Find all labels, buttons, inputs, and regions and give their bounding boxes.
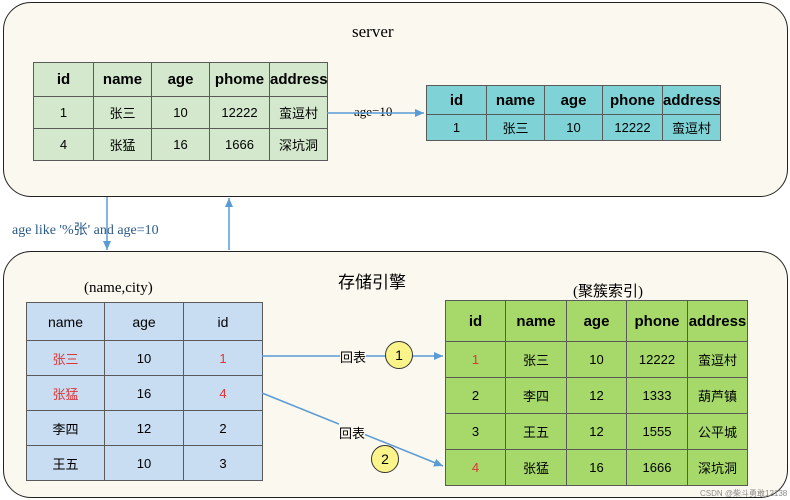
table-row: 1 张三 10 12222 蛮逗村 [33,96,328,129]
table-row: 1 张三 10 12222 蛮逗村 [426,114,721,141]
lookup-label-1: 回表 [340,347,367,366]
lookup-label-2: 回表 [339,423,366,442]
table-cell: 12222 [602,114,663,141]
table-cell: 3 [445,413,506,450]
lookup-badge-2: 2 [371,445,399,473]
header-cell: address [269,62,328,97]
lookup-badge-1: 1 [385,341,413,369]
table-cell: 1333 [626,377,688,414]
table-cell: 葫芦镇 [687,377,748,414]
table-cell: 3 [183,445,263,481]
table-cell: 4 [33,128,94,161]
table-cell: 12 [566,413,627,450]
table-cell: 1 [33,96,94,129]
filter-label: age=10 [354,104,393,120]
table-cell: 李四 [505,377,567,414]
table-cell: 王五 [26,445,105,481]
table-cell: 2 [445,377,506,414]
cluster-table: id name age phone address 1 张三 10 12222 … [445,300,748,486]
table-cell: 10 [566,341,627,378]
table-cell: 1666 [626,449,688,486]
header-cell: id [426,85,487,115]
table-cell: 蛮逗村 [662,114,721,141]
table-cell: 1 [426,114,487,141]
server-title: server [352,22,394,41]
table-cell: 深坑洞 [687,449,748,486]
server-result-table: id name age phone address 1 张三 10 12222 … [426,85,721,141]
table-header-row: name age id [26,302,263,341]
header-cell: address [687,300,748,342]
table-cell: 16 [151,128,210,161]
engine-title: 存储引擎 [338,273,406,292]
table-cell: 4 [183,375,263,411]
query-label: age like '%张' and age=10 [12,223,159,238]
table-cell: 4 [445,449,506,486]
table-cell: 深坑洞 [269,128,328,161]
table-cell: 10 [544,114,603,141]
header-cell: phone [602,85,663,115]
table-header-row: id name age phone address [445,300,748,342]
header-cell: age [151,62,210,97]
header-cell: id [183,302,263,341]
table-cell: 10 [104,445,184,481]
table-row: 4 张猛 16 1666 深坑洞 [445,449,748,486]
table-cell: 16 [566,449,627,486]
table-cell: 12 [104,410,184,446]
table-cell: 张三 [26,340,105,376]
table-cell: 张三 [505,341,567,378]
table-cell: 张猛 [93,128,152,161]
table-cell: 12222 [209,96,270,129]
index-table: name age id 张三 10 1 张猛 16 4 李四 12 2 王五 1… [26,302,263,481]
header-cell: address [662,85,721,115]
table-cell: 公平城 [687,413,748,450]
header-cell: phome [209,62,270,97]
header-cell: age [544,85,603,115]
table-cell: 蛮逗村 [269,96,328,129]
table-cell: 10 [151,96,210,129]
table-row: 3 王五 12 1555 公平城 [445,413,748,450]
header-cell: phone [626,300,688,342]
header-cell: name [93,62,152,97]
index-label: (name,city) [84,280,153,296]
table-cell: 张三 [93,96,152,129]
watermark: CSDN @柴斗勇敢12138 [700,489,788,498]
table-header-row: id name age phome address [33,62,328,97]
table-row: 2 李四 12 1333 葫芦镇 [445,377,748,414]
table-cell: 张猛 [505,449,567,486]
table-cell: 1555 [626,413,688,450]
table-row: 4 张猛 16 1666 深坑洞 [33,128,328,161]
server-rows-table: id name age phome address 1 张三 10 12222 … [33,62,328,161]
table-cell: 张三 [486,114,545,141]
table-row: 王五 10 3 [26,445,263,481]
table-cell: 1666 [209,128,270,161]
header-cell: name [26,302,105,341]
table-cell: 2 [183,410,263,446]
header-cell: id [33,62,94,97]
table-cell: 1 [445,341,506,378]
table-row: 张猛 16 4 [26,375,263,411]
table-header-row: id name age phone address [426,85,721,115]
header-cell: age [566,300,627,342]
cluster-label: (聚簇索引) [573,284,643,300]
table-cell: 16 [104,375,184,411]
table-cell: 12 [566,377,627,414]
